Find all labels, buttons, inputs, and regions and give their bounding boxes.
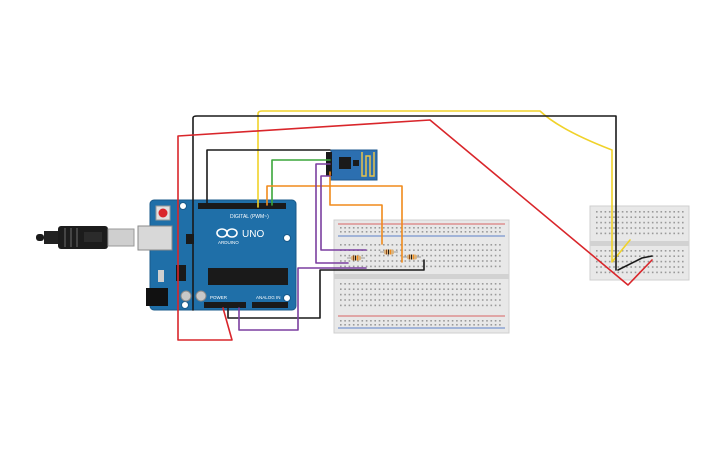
wire-orange-esp-2[interactable] (329, 171, 383, 245)
small-breadboard[interactable] (589, 205, 690, 281)
arduino-pcb (149, 199, 297, 311)
esp8266-wifi-module[interactable] (326, 149, 378, 181)
wire-black-small[interactable] (617, 255, 653, 271)
crystal-oscillator (158, 270, 164, 282)
infinity-logo-icon (216, 228, 238, 238)
resistors (347, 249, 421, 261)
atmega-chip (208, 268, 288, 285)
usb-connector-metal (107, 228, 135, 247)
digital-header-label: DIGITAL (PWM~) (230, 214, 269, 220)
wire-purple-esp-2[interactable] (320, 175, 367, 251)
wire-purple-esp[interactable] (315, 163, 349, 264)
esp-antenna (361, 152, 375, 177)
brand-label: ARDUINO (218, 240, 239, 245)
voltage-regulator (176, 265, 186, 281)
breadboard-holes[interactable] (340, 227, 501, 326)
wire-black-esp[interactable] (206, 149, 331, 206)
resistor[interactable] (347, 255, 365, 261)
power-jack (146, 288, 168, 306)
esp-chip (339, 157, 351, 169)
usb-cable (44, 231, 60, 244)
usb-chip (186, 234, 194, 244)
main-breadboard[interactable] (333, 219, 510, 334)
mounting-holes (179, 202, 291, 309)
esp-flash-chip (353, 160, 359, 166)
wire-red-power[interactable] (177, 307, 233, 341)
power-header-label: POWER (210, 295, 228, 300)
arduino-uno-board[interactable]: DIGITAL (PWM~) POWER ANALOG IN UNO ARDUI… (137, 199, 297, 311)
usb-cable[interactable] (36, 226, 135, 249)
wire-black-top[interactable] (192, 115, 617, 311)
reset-button-icon[interactable] (155, 205, 171, 221)
wire-purple-low[interactable] (238, 267, 367, 331)
digital-header[interactable] (198, 203, 286, 209)
small-breadboard-channel (590, 241, 689, 246)
small-breadboard-holes[interactable] (596, 211, 684, 274)
usb-b-port (137, 225, 173, 251)
resistor[interactable] (403, 254, 421, 260)
power-header[interactable] (204, 302, 246, 308)
capacitors (180, 290, 207, 302)
resistor[interactable] (380, 249, 398, 255)
analog-header[interactable] (252, 302, 288, 308)
wires (177, 110, 653, 341)
wire-green-esp[interactable] (271, 159, 331, 206)
wire-yellow-top[interactable] (257, 110, 631, 263)
wire-black-gnd[interactable] (227, 259, 425, 319)
usb-plug-icon (58, 226, 108, 249)
board-model-label: UNO (242, 229, 264, 240)
breadboard-center-channel (334, 274, 509, 279)
analog-header-label: ANALOG IN (256, 295, 281, 300)
usb-cable-end (36, 234, 44, 241)
wire-red-top[interactable] (177, 119, 653, 309)
wire-orange-esp[interactable] (266, 185, 403, 263)
